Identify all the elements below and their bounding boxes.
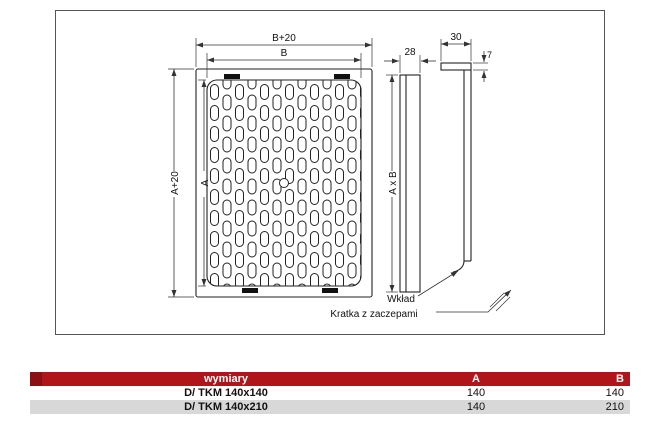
dimension-a20: A+20 xyxy=(168,68,194,298)
center-hole xyxy=(279,178,289,188)
callout-wklad-label: Wkład xyxy=(387,294,415,305)
header-col-a: A xyxy=(472,373,480,385)
dim-a-label: A xyxy=(200,179,211,186)
insert-side-profile xyxy=(440,62,511,312)
product-name: D/ TKM 140x140 xyxy=(184,387,268,399)
snap-tab-bottom-left xyxy=(242,288,258,293)
dim-a20-label: A+20 xyxy=(170,171,181,195)
header-title: wymiary xyxy=(203,373,249,385)
dim-axb-label: A x B xyxy=(388,171,399,195)
dimensions-table: wymiary A B D/ TKM 140x140 140 140 D/ TK… xyxy=(30,372,630,414)
value-b: 140 xyxy=(605,387,624,399)
snap-tab-top-right xyxy=(334,74,350,79)
table-row: D/ TKM 140x140 140 140 xyxy=(30,386,630,400)
callout-wklad: Wkład xyxy=(387,270,459,305)
value-a: 140 xyxy=(466,387,486,399)
dimension-axb: A x B xyxy=(386,74,399,293)
header-stub xyxy=(30,372,42,386)
hatch-marks xyxy=(489,292,511,312)
dimension-b20: B+20 xyxy=(195,33,373,67)
dimension-b: B xyxy=(206,48,362,78)
grille-side-profile xyxy=(399,74,421,293)
dim-30-label: 30 xyxy=(450,32,462,43)
snap-tab-bottom-right xyxy=(322,288,338,293)
grille-technical-drawing: B+20 B A+20 A xyxy=(168,32,512,320)
grille-front-view xyxy=(195,68,373,298)
product-name: D/ TKM 140x210 xyxy=(184,401,268,413)
callout-kratka: Kratka z zaczepami xyxy=(330,289,512,320)
dim-28-label: 28 xyxy=(404,47,416,58)
value-b: 210 xyxy=(605,401,624,413)
value-a: 140 xyxy=(466,401,486,413)
snap-tab-top-left xyxy=(224,74,240,79)
bottom-hook xyxy=(452,260,465,273)
header-col-b: B xyxy=(616,373,624,385)
table-row: D/ TKM 140x210 140 210 xyxy=(30,400,630,414)
dim-7-label: 7 xyxy=(487,50,492,60)
dim-b-label: B xyxy=(281,48,288,59)
table-header-row: wymiary A B xyxy=(30,372,630,386)
technical-drawing-frame: B+20 B A+20 A xyxy=(55,10,605,335)
dimension-30: 30 xyxy=(440,32,472,61)
dimension-7: 7 xyxy=(473,50,492,82)
callout-kratka-label: Kratka z zaczepami xyxy=(330,309,417,320)
dimension-28: 28 xyxy=(384,47,436,73)
dimension-a: A xyxy=(198,79,211,287)
dim-b20-label: B+20 xyxy=(272,33,296,44)
